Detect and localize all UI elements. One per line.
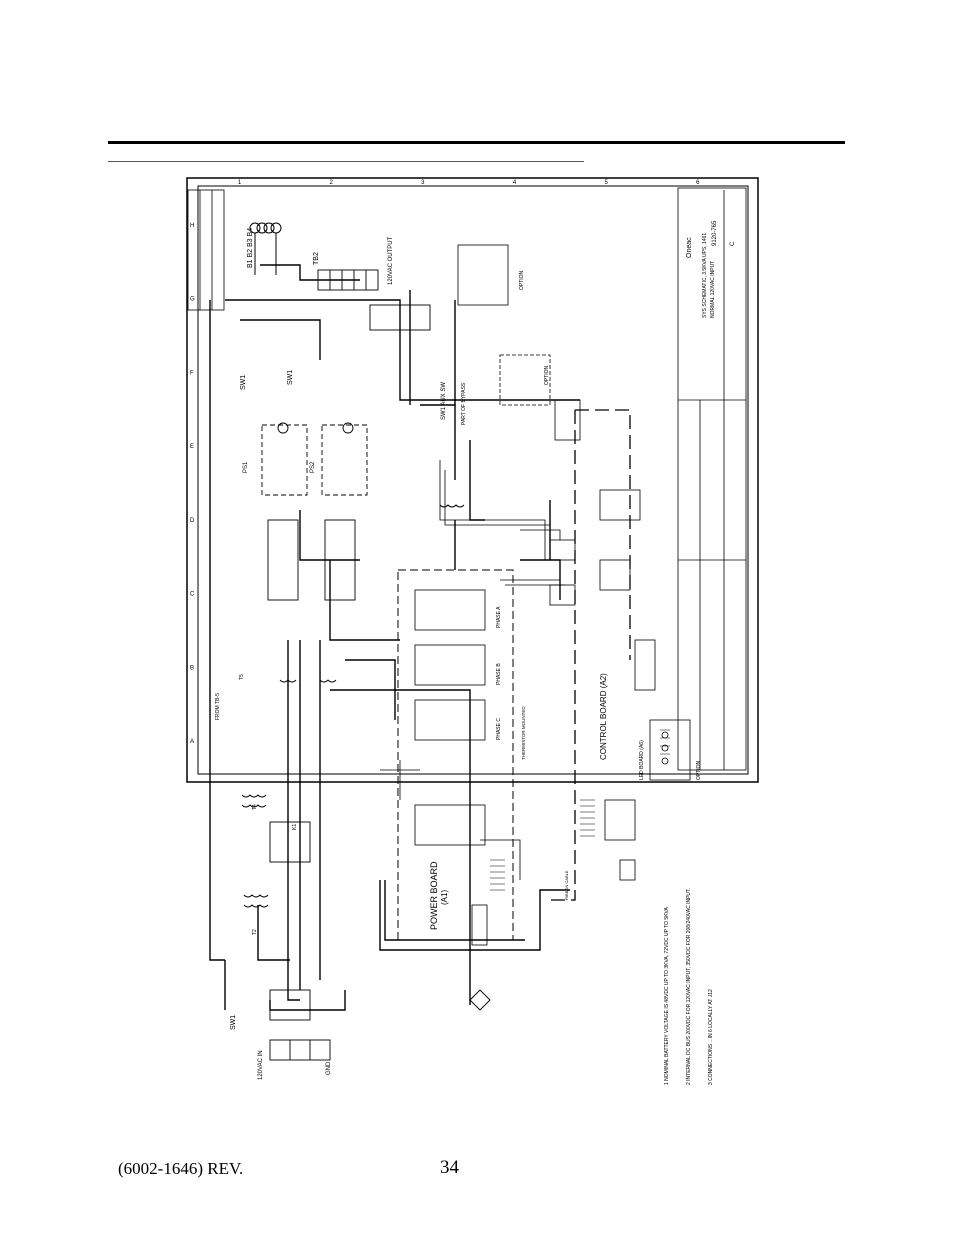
magnetics xyxy=(241,504,465,1021)
zone-letter-marker: H xyxy=(190,223,194,229)
note-3: 3 CONNECTIONS ...IN 6 LOCALLY AT J12 xyxy=(708,989,714,1085)
control-board-region xyxy=(550,409,631,901)
power-supply-ps2 xyxy=(321,422,368,601)
power-board-id: (A1) xyxy=(440,890,449,905)
t2-label: T2 xyxy=(252,929,258,935)
gnd-label: GND xyxy=(326,1061,332,1075)
thin-wiring xyxy=(380,460,565,880)
header-subrule xyxy=(108,161,584,162)
option-label-2: OPTION xyxy=(544,365,550,385)
drawing-rev: C xyxy=(730,241,736,246)
drawing-number: 9120-765 xyxy=(712,220,718,246)
from-label: FROM TB-5 xyxy=(215,693,221,720)
zone-number-marker: 3 xyxy=(421,180,425,186)
footer-doc-ref: (6002-1646) REV. xyxy=(118,1159,244,1178)
ps1-label: PS1 xyxy=(243,461,249,473)
option-blocks xyxy=(457,244,551,406)
zone-letter-marker: E xyxy=(190,444,194,450)
led-option-label: OPTION xyxy=(696,760,702,780)
led-board-label: LED BOARD (A6) xyxy=(639,740,645,780)
option-label-1: OPTION xyxy=(519,270,525,290)
battery-label: B1 B2 B3 B4 xyxy=(247,228,254,268)
t4-label: T4 xyxy=(252,804,258,810)
igbt-phase-bridges xyxy=(414,589,486,846)
zone-numbers-top: 1 2 3 4 5 6 xyxy=(238,180,700,186)
output-terminal-tb2 xyxy=(317,269,431,331)
ps2-label: PS2 xyxy=(310,461,316,473)
title-line-1: SYS SCHEMATIC, 3.5KVA UPS, 1461 xyxy=(702,233,708,318)
title-line-2: NORMAL 120VAC INPUT xyxy=(710,261,716,318)
output-label: 120VAC OUTPUT xyxy=(388,236,394,285)
page-number: 34 xyxy=(440,1157,459,1178)
power-supply-ps1 xyxy=(261,422,308,601)
tb2-label: TB2 xyxy=(313,252,320,265)
control-board-label: CONTROL BOARD (A2) xyxy=(599,673,608,760)
t5-label: T5 xyxy=(239,674,245,680)
power-board-label: POWER BOARD xyxy=(429,861,439,930)
wiring-lines xyxy=(209,264,580,1011)
company-logo: Oneac xyxy=(686,237,693,258)
sw1-label-mid: SW1 xyxy=(287,370,294,385)
zone-number-marker: 6 xyxy=(696,180,700,186)
k1-label: K1 xyxy=(292,824,298,830)
phase-a-label: PHASE A xyxy=(496,606,502,628)
led-board xyxy=(649,719,691,781)
zone-number-marker: 5 xyxy=(605,180,609,186)
thermistor-label: THERMISTOR MOUNTED xyxy=(521,706,526,760)
zone-letter-marker: B xyxy=(190,665,194,671)
input-label: 120VAC IN xyxy=(258,1050,264,1080)
ribbon-label: RIBBON CABLE xyxy=(564,870,569,900)
phase-b-label: PHASE B xyxy=(496,663,502,685)
title-block xyxy=(187,187,747,771)
header-rule xyxy=(108,141,845,144)
sw1-label-top: SW1 xyxy=(240,375,247,390)
zone-letter-marker: F xyxy=(190,370,194,376)
part-of-label: PART OF BYPASS xyxy=(461,382,467,425)
zone-number-marker: 2 xyxy=(330,180,334,186)
input-terminal-tb1 xyxy=(269,989,491,1061)
connector-blocks xyxy=(471,399,656,946)
zone-number-marker: 1 xyxy=(238,180,242,186)
note-2: 2 INTERNAL DC BUS 200VDC FOR 120VAC INPU… xyxy=(686,888,692,1085)
zone-letter-marker: D xyxy=(190,518,195,524)
aux-sw-label: SW1 AUX SW xyxy=(441,382,447,420)
zone-number-marker: 4 xyxy=(513,180,517,186)
zone-letter-marker: A xyxy=(190,739,194,745)
zone-letter-marker: C xyxy=(190,592,195,598)
sw1-label-bottom: SW1 xyxy=(230,1015,237,1030)
battery-bank xyxy=(249,222,282,275)
phase-c-label: PHASE C xyxy=(496,718,502,740)
drawing-frame xyxy=(186,177,759,783)
zone-letters-left: A B C D E F G H xyxy=(190,223,195,745)
zone-letter-marker: G xyxy=(190,297,195,303)
note-1: 1 NOMINAL BATTERY VOLTAGE IS 48VDC UP TO… xyxy=(664,906,670,1085)
